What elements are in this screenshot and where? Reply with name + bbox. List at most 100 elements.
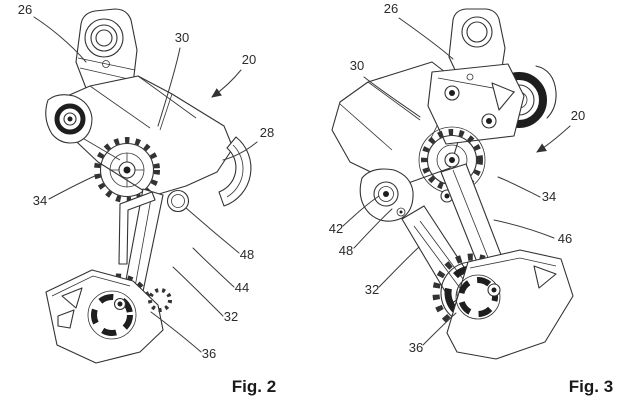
leader-line-42: [342, 195, 380, 227]
fig2-outer-cover: [218, 136, 252, 207]
fig2-ref-36: 36: [202, 346, 216, 361]
damper-bolt-center: [399, 210, 403, 214]
leader-line-48: [185, 207, 240, 254]
bracket-edge-line-2: [79, 67, 134, 81]
plate-bolt-2-outer: [481, 113, 497, 129]
lower-cage-axle: [117, 301, 123, 307]
fig2-ref-28: 28: [260, 125, 274, 140]
damper-axle: [383, 191, 389, 197]
fig3-reference-numerals: 26 30 20 34 42 48 32 36 46: [329, 1, 585, 355]
fig3-ref-20: 20: [571, 108, 585, 123]
fig2-ref-20: 20: [242, 52, 256, 67]
plate-bolt-1-outer: [444, 85, 460, 101]
fig3-ref-46: 46: [558, 231, 572, 246]
fig3-damper-cover: [359, 168, 414, 222]
cage-slot-edge-1: [413, 225, 461, 289]
bracket-plate: [427, 63, 525, 145]
roller-cover-arc: [535, 65, 557, 119]
leader-line-36: [422, 312, 457, 346]
damper-ring-inner: [378, 186, 394, 202]
leader-line-44: [192, 247, 235, 288]
fig3-ref-32: 32: [365, 282, 379, 297]
upper-pulley-teeth: [94, 137, 160, 203]
fig2-guard-plate: [45, 269, 164, 364]
outer-cover-inner-arc: [226, 144, 244, 198]
fig2-ref-44: 44: [235, 280, 249, 295]
upper-pulley-axle: [123, 166, 131, 174]
fig2-reference-numerals: 26 30 20 28 34 48 44 32 36: [18, 2, 274, 361]
guard-plate-cutout: [533, 265, 557, 289]
body-outline: [57, 75, 234, 197]
guard-plate-window: [455, 274, 501, 320]
leader-line-30: [157, 47, 181, 127]
fig3-ref-48: 48: [339, 243, 353, 258]
leader-line-30: [363, 76, 421, 118]
fig2-caption: Fig. 2: [232, 377, 276, 396]
leader-line-34: [48, 174, 98, 200]
guard-plate-edge: [469, 257, 557, 269]
upper-pulley-rim: [99, 142, 155, 198]
fig2-leader-lines: [33, 16, 258, 353]
body-contour-1: [89, 85, 151, 129]
guard-plate-cutout-2: [57, 309, 75, 329]
damper-ring-outer: [373, 181, 399, 207]
fig2-ref-34: 34: [33, 193, 47, 208]
fig2-ref-26: 26: [18, 2, 32, 17]
fig3-ref-34: 34: [542, 189, 556, 204]
fig3-leader-lines: [342, 17, 571, 346]
fig2-upper-pulley: [94, 137, 160, 203]
leader-line-26: [33, 16, 87, 63]
bracket-bolt-hole: [95, 29, 113, 47]
body-contour-4: [159, 93, 173, 131]
leader-line-46: [493, 219, 555, 239]
fig3-caption: Fig. 3: [569, 377, 613, 396]
fig2-panel: 26 30 20 28 34 48 44 32 36 Fig. 2: [18, 2, 276, 396]
guard-plate-edge: [51, 275, 131, 297]
fig3-ref-42: 42: [329, 221, 343, 236]
leader-line-34: [497, 176, 541, 198]
upper-pulley-ribs: [110, 153, 144, 187]
leader-line-32: [172, 266, 224, 317]
fig3-mounting-bracket: [427, 8, 525, 145]
upper-pulley-axle: [449, 157, 455, 163]
leader-arrow-20: [536, 125, 571, 153]
leader-line-48: [353, 208, 393, 249]
bracket-bolt-ring: [461, 16, 493, 48]
plate-small-hole: [466, 73, 474, 81]
fig3-drawing: [331, 8, 574, 360]
bracket-small-hole: [102, 60, 110, 68]
fig3-ref-30: 30: [350, 58, 364, 73]
fig2-left-tension-wheel: [45, 94, 93, 144]
left-wheel-tire: [54, 103, 86, 135]
bracket-edge-line-1: [77, 57, 136, 71]
fig2-cage-arm: [118, 188, 164, 302]
plate-triangle-cutout: [491, 82, 515, 111]
fig2-ref-48: 48: [240, 247, 254, 262]
leader-line-28: [222, 141, 258, 161]
barrel-outer: [166, 189, 190, 213]
guard-plate-window: [87, 290, 137, 340]
fig3-ref-26: 26: [384, 1, 398, 16]
cage-arm-midline: [132, 192, 153, 299]
cage-pivot-axle: [444, 193, 450, 199]
lower-cage-axle: [491, 287, 497, 293]
left-wheel-axle: [67, 116, 73, 122]
fig2-barrel: [166, 189, 190, 213]
damper-bolt: [396, 207, 406, 217]
leader-line-36: [150, 311, 202, 353]
fig2-sprocket-teeth-detail: [148, 288, 172, 312]
cage-inner-plate: [118, 191, 156, 265]
fig2-ref-30: 30: [175, 30, 189, 45]
leader-arrow-20: [211, 69, 242, 98]
fig3-guard-plate: [446, 249, 574, 360]
outer-cover-band: [218, 136, 252, 207]
fig3-panel: 26 30 20 34 42 48 32 36 46 Fig. 3: [329, 1, 613, 396]
barrel-inner: [171, 194, 185, 208]
bracket-bolt-hole: [466, 21, 488, 43]
fig2-ref-32: 32: [224, 309, 238, 324]
plate-bolt-1-center: [449, 90, 455, 96]
fig2-drawing: [45, 8, 252, 364]
guard-window-dark-arcs: [91, 294, 133, 336]
leader-line-32: [378, 246, 420, 288]
